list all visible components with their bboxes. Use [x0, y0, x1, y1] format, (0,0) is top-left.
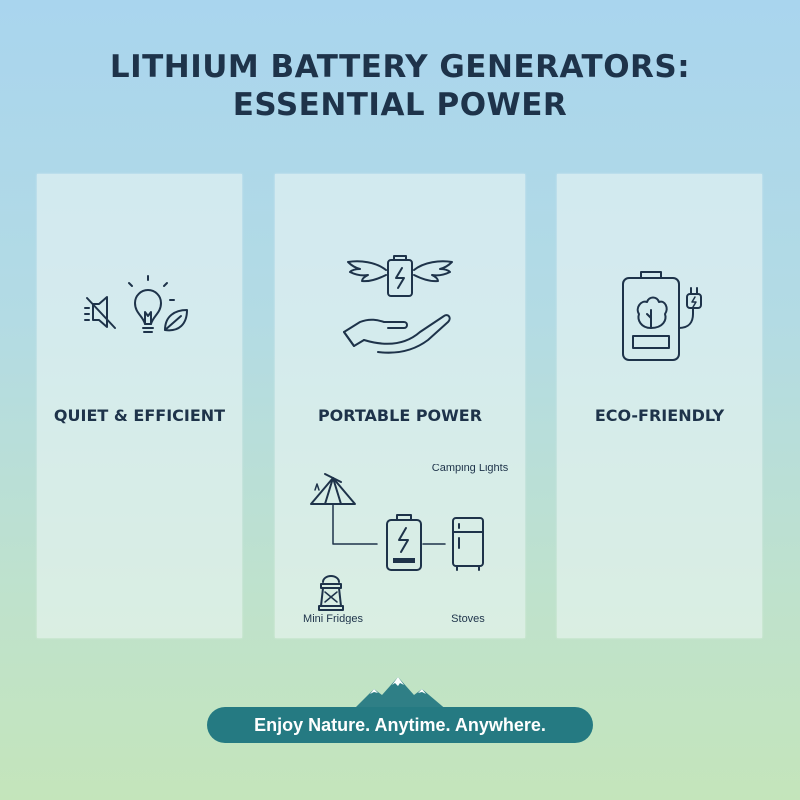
label-stoves: Stoves: [451, 613, 485, 624]
leaf-icon: [164, 309, 188, 332]
mountain-icon: [352, 677, 448, 711]
label-mini-fridges: Mini Fridges: [303, 613, 363, 624]
card-label-quiet: QUIET & EFFICIENT: [53, 406, 226, 425]
power-diagram: Camping Lights Mini Fridges Stoves: [303, 464, 509, 624]
lantern-icon: [318, 575, 344, 611]
winged-battery-hand-icon: [343, 255, 453, 354]
page-title-line1: LITHIUM BATTERY GENERATORS:: [109, 49, 691, 85]
battery-icon: [386, 514, 422, 571]
quiet-efficient-icon: [84, 275, 188, 333]
battery-tree-plug-icon: [622, 271, 702, 361]
tagline-banner: Enjoy Nature. Anytime. Anywhere.: [207, 707, 593, 743]
tree-icon: [636, 296, 668, 329]
card-eco-friendly: ECO-FRIENDLY: [557, 174, 762, 638]
fridge-icon: [452, 517, 484, 571]
tent-icon: [310, 473, 356, 505]
card-label-eco: ECO-FRIENDLY: [594, 406, 725, 425]
muted-speaker-icon: [84, 296, 116, 329]
card-label-portable: PORTABLE POWER: [317, 406, 483, 425]
card-quiet-efficient: QUIET & EFFICIENT: [37, 174, 242, 638]
card-portable-power: PORTABLE POWER: [275, 174, 525, 638]
lightbulb-icon: [128, 275, 175, 333]
label-camping-lights: Camping Lights: [432, 464, 509, 474]
plug-icon: [678, 287, 702, 329]
page-title-line2: ESSENTIAL POWER: [232, 87, 568, 123]
